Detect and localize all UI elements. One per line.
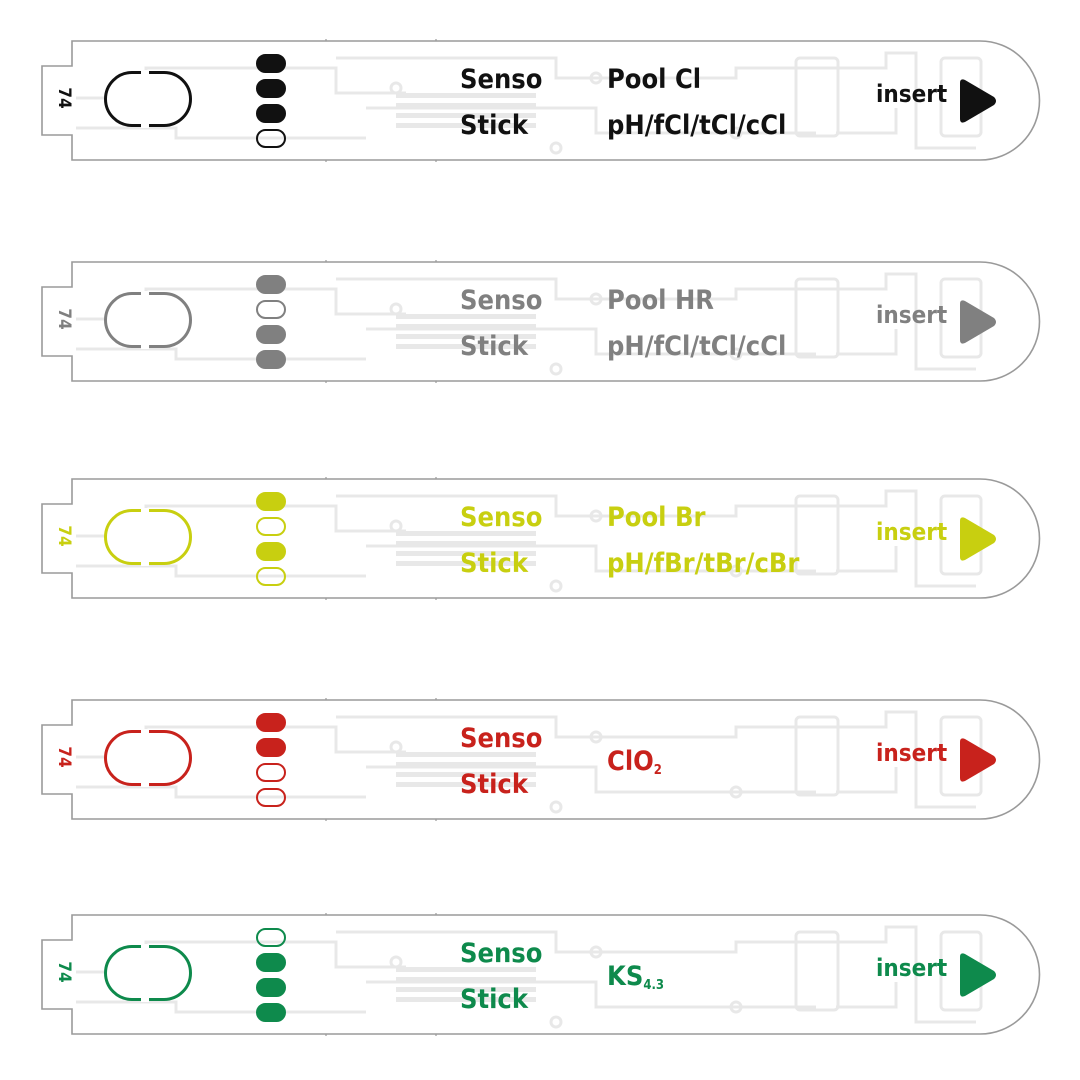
brand-line-1: Senso bbox=[460, 938, 543, 969]
sensostick-strip-2[interactable]: 74 Senso Stick Pool HR pH/fCl/tCl/cCl ins… bbox=[36, 259, 1042, 384]
pad-dot-empty bbox=[256, 129, 286, 148]
pad-dot-empty bbox=[256, 928, 286, 947]
sensostick-strip-5[interactable]: 74 Senso Stick KS4.3 insert bbox=[36, 912, 1042, 1037]
pad-dot-empty bbox=[256, 763, 286, 782]
brand-name: Senso Stick bbox=[460, 278, 542, 370]
pad-dot-filled bbox=[256, 104, 286, 123]
test-formula-subscript: 2 bbox=[653, 763, 662, 778]
circuit-trace-pattern bbox=[76, 272, 983, 376]
pad-dot-filled bbox=[256, 542, 286, 561]
brand-line-2: Stick bbox=[460, 984, 528, 1015]
strip-outline bbox=[41, 260, 1041, 383]
brand-name: Senso Stick bbox=[460, 716, 542, 808]
pad-dot-filled bbox=[256, 713, 286, 732]
strip-code-number: 74 bbox=[54, 961, 74, 983]
strip-outline bbox=[41, 913, 1041, 1036]
pad-dot-filled bbox=[256, 54, 286, 73]
insert-label: insert bbox=[876, 739, 948, 767]
strip-code-number: 74 bbox=[54, 308, 74, 330]
window-notch-top bbox=[141, 944, 149, 950]
brand-name: Senso Stick bbox=[460, 495, 542, 587]
play-arrow-icon bbox=[960, 517, 996, 561]
strip-code-number: 74 bbox=[54, 746, 74, 768]
pad-indicator-dots bbox=[256, 275, 286, 375]
test-name-line-1: Pool Br bbox=[607, 502, 706, 533]
strip-outline bbox=[41, 477, 1041, 600]
brand-line-1: Senso bbox=[460, 285, 543, 316]
test-name-line-2: pH/fCl/tCl/cCl bbox=[607, 110, 787, 141]
brand-line-1: Senso bbox=[460, 723, 543, 754]
insert-label: insert bbox=[876, 80, 948, 108]
pad-dot-filled bbox=[256, 325, 286, 344]
brand-name: Senso Stick bbox=[460, 931, 542, 1023]
sample-window-icon bbox=[104, 944, 192, 1002]
pad-dot-filled bbox=[256, 953, 286, 972]
sample-window-icon bbox=[104, 508, 192, 566]
test-formula: KS bbox=[607, 961, 644, 992]
sample-window-icon bbox=[104, 70, 192, 128]
window-notch-top bbox=[141, 291, 149, 297]
pad-dot-filled bbox=[256, 275, 286, 294]
pad-dot-empty bbox=[256, 788, 286, 807]
brand-line-2: Stick bbox=[460, 769, 528, 800]
window-notch-top bbox=[141, 508, 149, 514]
play-arrow-icon bbox=[960, 738, 996, 782]
test-name: KS4.3 bbox=[607, 954, 664, 1009]
test-name-line-2: pH/fCl/tCl/cCl bbox=[607, 331, 787, 362]
test-name-line-1: Pool HR bbox=[607, 285, 714, 316]
brand-line-1: Senso bbox=[460, 502, 543, 533]
pad-dot-filled bbox=[256, 492, 286, 511]
strip-outline bbox=[41, 39, 1041, 162]
pad-dot-filled bbox=[256, 1003, 286, 1022]
pad-dot-filled bbox=[256, 738, 286, 757]
circuit-trace-pattern bbox=[76, 710, 983, 814]
test-formula: ClO bbox=[607, 746, 654, 777]
pad-dot-filled bbox=[256, 978, 286, 997]
pad-indicator-dots bbox=[256, 713, 286, 813]
test-name-line-1: Pool Cl bbox=[607, 64, 702, 95]
test-formula-subscript: 4.3 bbox=[643, 978, 665, 993]
sample-window-icon bbox=[104, 729, 192, 787]
play-arrow-icon bbox=[960, 953, 996, 997]
insert-label: insert bbox=[876, 954, 948, 982]
pad-indicator-dots bbox=[256, 928, 286, 1028]
play-arrow-icon bbox=[960, 300, 996, 344]
test-name: ClO2 bbox=[607, 739, 662, 794]
test-name: Pool HR pH/fCl/tCl/cCl bbox=[607, 278, 786, 370]
pad-indicator-dots bbox=[256, 54, 286, 154]
test-name: Pool Br pH/fBr/tBr/cBr bbox=[607, 495, 799, 587]
circuit-trace-pattern bbox=[76, 51, 983, 155]
insert-label: insert bbox=[876, 518, 948, 546]
window-notch-bottom bbox=[141, 122, 149, 128]
insert-label: insert bbox=[876, 301, 948, 329]
strip-code-number: 74 bbox=[54, 525, 74, 547]
brand-line-2: Stick bbox=[460, 548, 528, 579]
window-notch-bottom bbox=[141, 343, 149, 349]
sensostick-strip-3[interactable]: 74 Senso Stick Pool Br pH/fBr/tBr/cBr ins… bbox=[36, 476, 1042, 601]
pad-dot-empty bbox=[256, 567, 286, 586]
sample-window-icon bbox=[104, 291, 192, 349]
window-notch-bottom bbox=[141, 560, 149, 566]
test-name: Pool Cl pH/fCl/tCl/cCl bbox=[607, 57, 786, 149]
pad-dot-filled bbox=[256, 350, 286, 369]
pad-indicator-dots bbox=[256, 492, 286, 592]
brand-line-1: Senso bbox=[460, 64, 543, 95]
sensostick-strip-4[interactable]: 74 Senso Stick ClO2 insert bbox=[36, 697, 1042, 822]
pad-dot-filled bbox=[256, 79, 286, 98]
play-arrow-icon bbox=[960, 79, 996, 123]
brand-line-2: Stick bbox=[460, 110, 528, 141]
strip-code-number: 74 bbox=[54, 87, 74, 109]
strip-outline bbox=[41, 698, 1041, 821]
window-notch-bottom bbox=[141, 996, 149, 1002]
brand-line-2: Stick bbox=[460, 331, 528, 362]
window-notch-bottom bbox=[141, 781, 149, 787]
pad-dot-empty bbox=[256, 300, 286, 319]
pad-dot-empty bbox=[256, 517, 286, 536]
sensostick-strip-1[interactable]: 74 Senso Stick Pool Cl pH/fCl/tCl/cCl ins… bbox=[36, 38, 1042, 163]
brand-name: Senso Stick bbox=[460, 57, 542, 149]
window-notch-top bbox=[141, 729, 149, 735]
window-notch-top bbox=[141, 70, 149, 76]
test-name-line-2: pH/fBr/tBr/cBr bbox=[607, 548, 800, 579]
